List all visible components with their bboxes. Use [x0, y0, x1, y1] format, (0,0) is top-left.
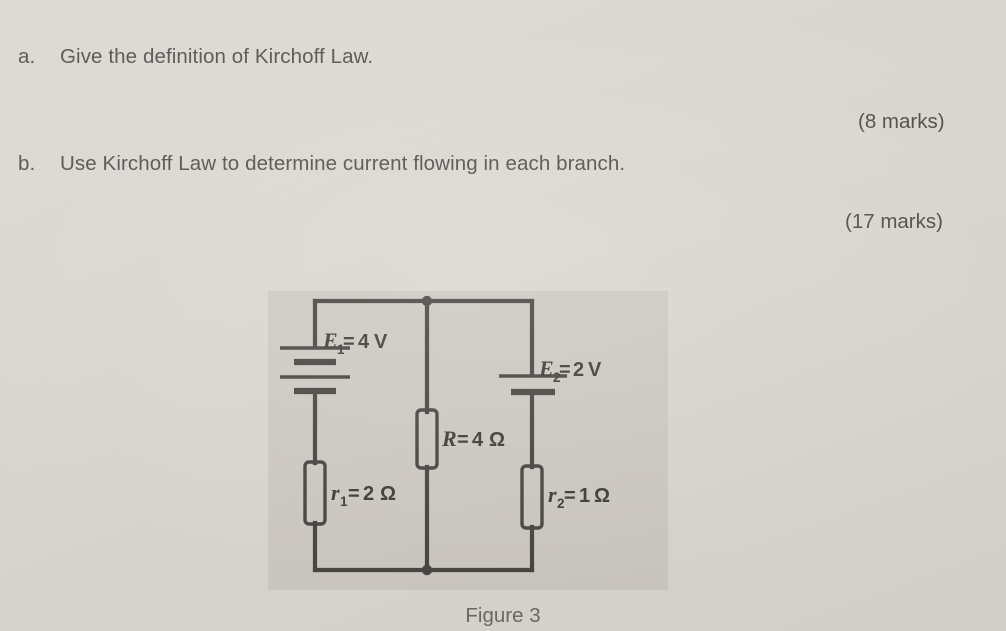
- label-r-symbol: R: [441, 426, 457, 451]
- question-a-marks: (8 marks): [858, 110, 945, 133]
- label-r2: r 2 = 1 Ω: [548, 482, 610, 511]
- junction-node-bottom: [421, 564, 433, 576]
- question-b-row: b. Use Kirchoff Law to determine current…: [18, 152, 625, 176]
- label-e2-equals: =: [559, 359, 571, 381]
- label-e2: E 2 = 2 V: [538, 356, 602, 385]
- label-r1-symbol: r: [331, 480, 340, 505]
- resistor-r1-symbol: [303, 460, 327, 526]
- label-r2-symbol: r: [548, 482, 557, 507]
- label-r-equals: =: [457, 429, 469, 451]
- junction-node-top: [421, 295, 433, 307]
- question-b-text: Use Kirchoff Law to determine current fl…: [60, 152, 626, 175]
- label-e1-equals: =: [343, 331, 355, 353]
- label-r1-value: 2: [363, 483, 374, 505]
- label-e2-value: 2: [573, 359, 584, 381]
- resistor-r2-symbol: [520, 464, 544, 530]
- resistor-r-symbol: [415, 408, 439, 470]
- label-r1-subscript: 1: [340, 494, 348, 509]
- label-r2-equals: =: [564, 485, 576, 507]
- label-r2-value: 1: [579, 485, 590, 507]
- label-r1-equals: =: [348, 483, 360, 505]
- label-e2-unit: V: [588, 359, 602, 381]
- label-r2-unit: Ω: [594, 485, 610, 507]
- question-a-text: Give the definition of Kirchoff Law.: [60, 45, 374, 68]
- label-e1: E 1 = 4 V: [322, 328, 388, 357]
- question-a-label: a.: [18, 45, 36, 68]
- circuit-diagram-svg: E 1 = 4 V E 2 = 2 V R = 4 Ω: [280, 295, 610, 576]
- battery-e2-symbol: [499, 374, 567, 396]
- label-r-value: 4: [472, 429, 484, 451]
- battery-e1-symbol: [280, 346, 350, 395]
- question-b-marks: (17 marks): [845, 210, 943, 233]
- label-e2-subscript: 2: [553, 370, 561, 385]
- label-r1: r 1 = 2 Ω: [331, 480, 396, 509]
- question-b-label: b.: [18, 152, 36, 175]
- label-r-unit: Ω: [489, 429, 505, 451]
- label-e1-symbol: E: [322, 328, 338, 353]
- label-r: R = 4 Ω: [441, 426, 505, 451]
- question-a-row: a. Give the definition of Kirchoff Law.: [18, 45, 373, 69]
- figure-caption: Figure 3: [465, 604, 541, 627]
- label-e2-symbol: E: [538, 356, 554, 381]
- label-e1-value: 4: [358, 331, 370, 353]
- label-r2-subscript: 2: [557, 496, 565, 511]
- label-e1-subscript: 1: [337, 342, 345, 357]
- circuit-figure: E 1 = 4 V E 2 = 2 V R = 4 Ω: [268, 291, 668, 590]
- label-r1-unit: Ω: [380, 483, 396, 505]
- label-e1-unit: V: [374, 331, 388, 353]
